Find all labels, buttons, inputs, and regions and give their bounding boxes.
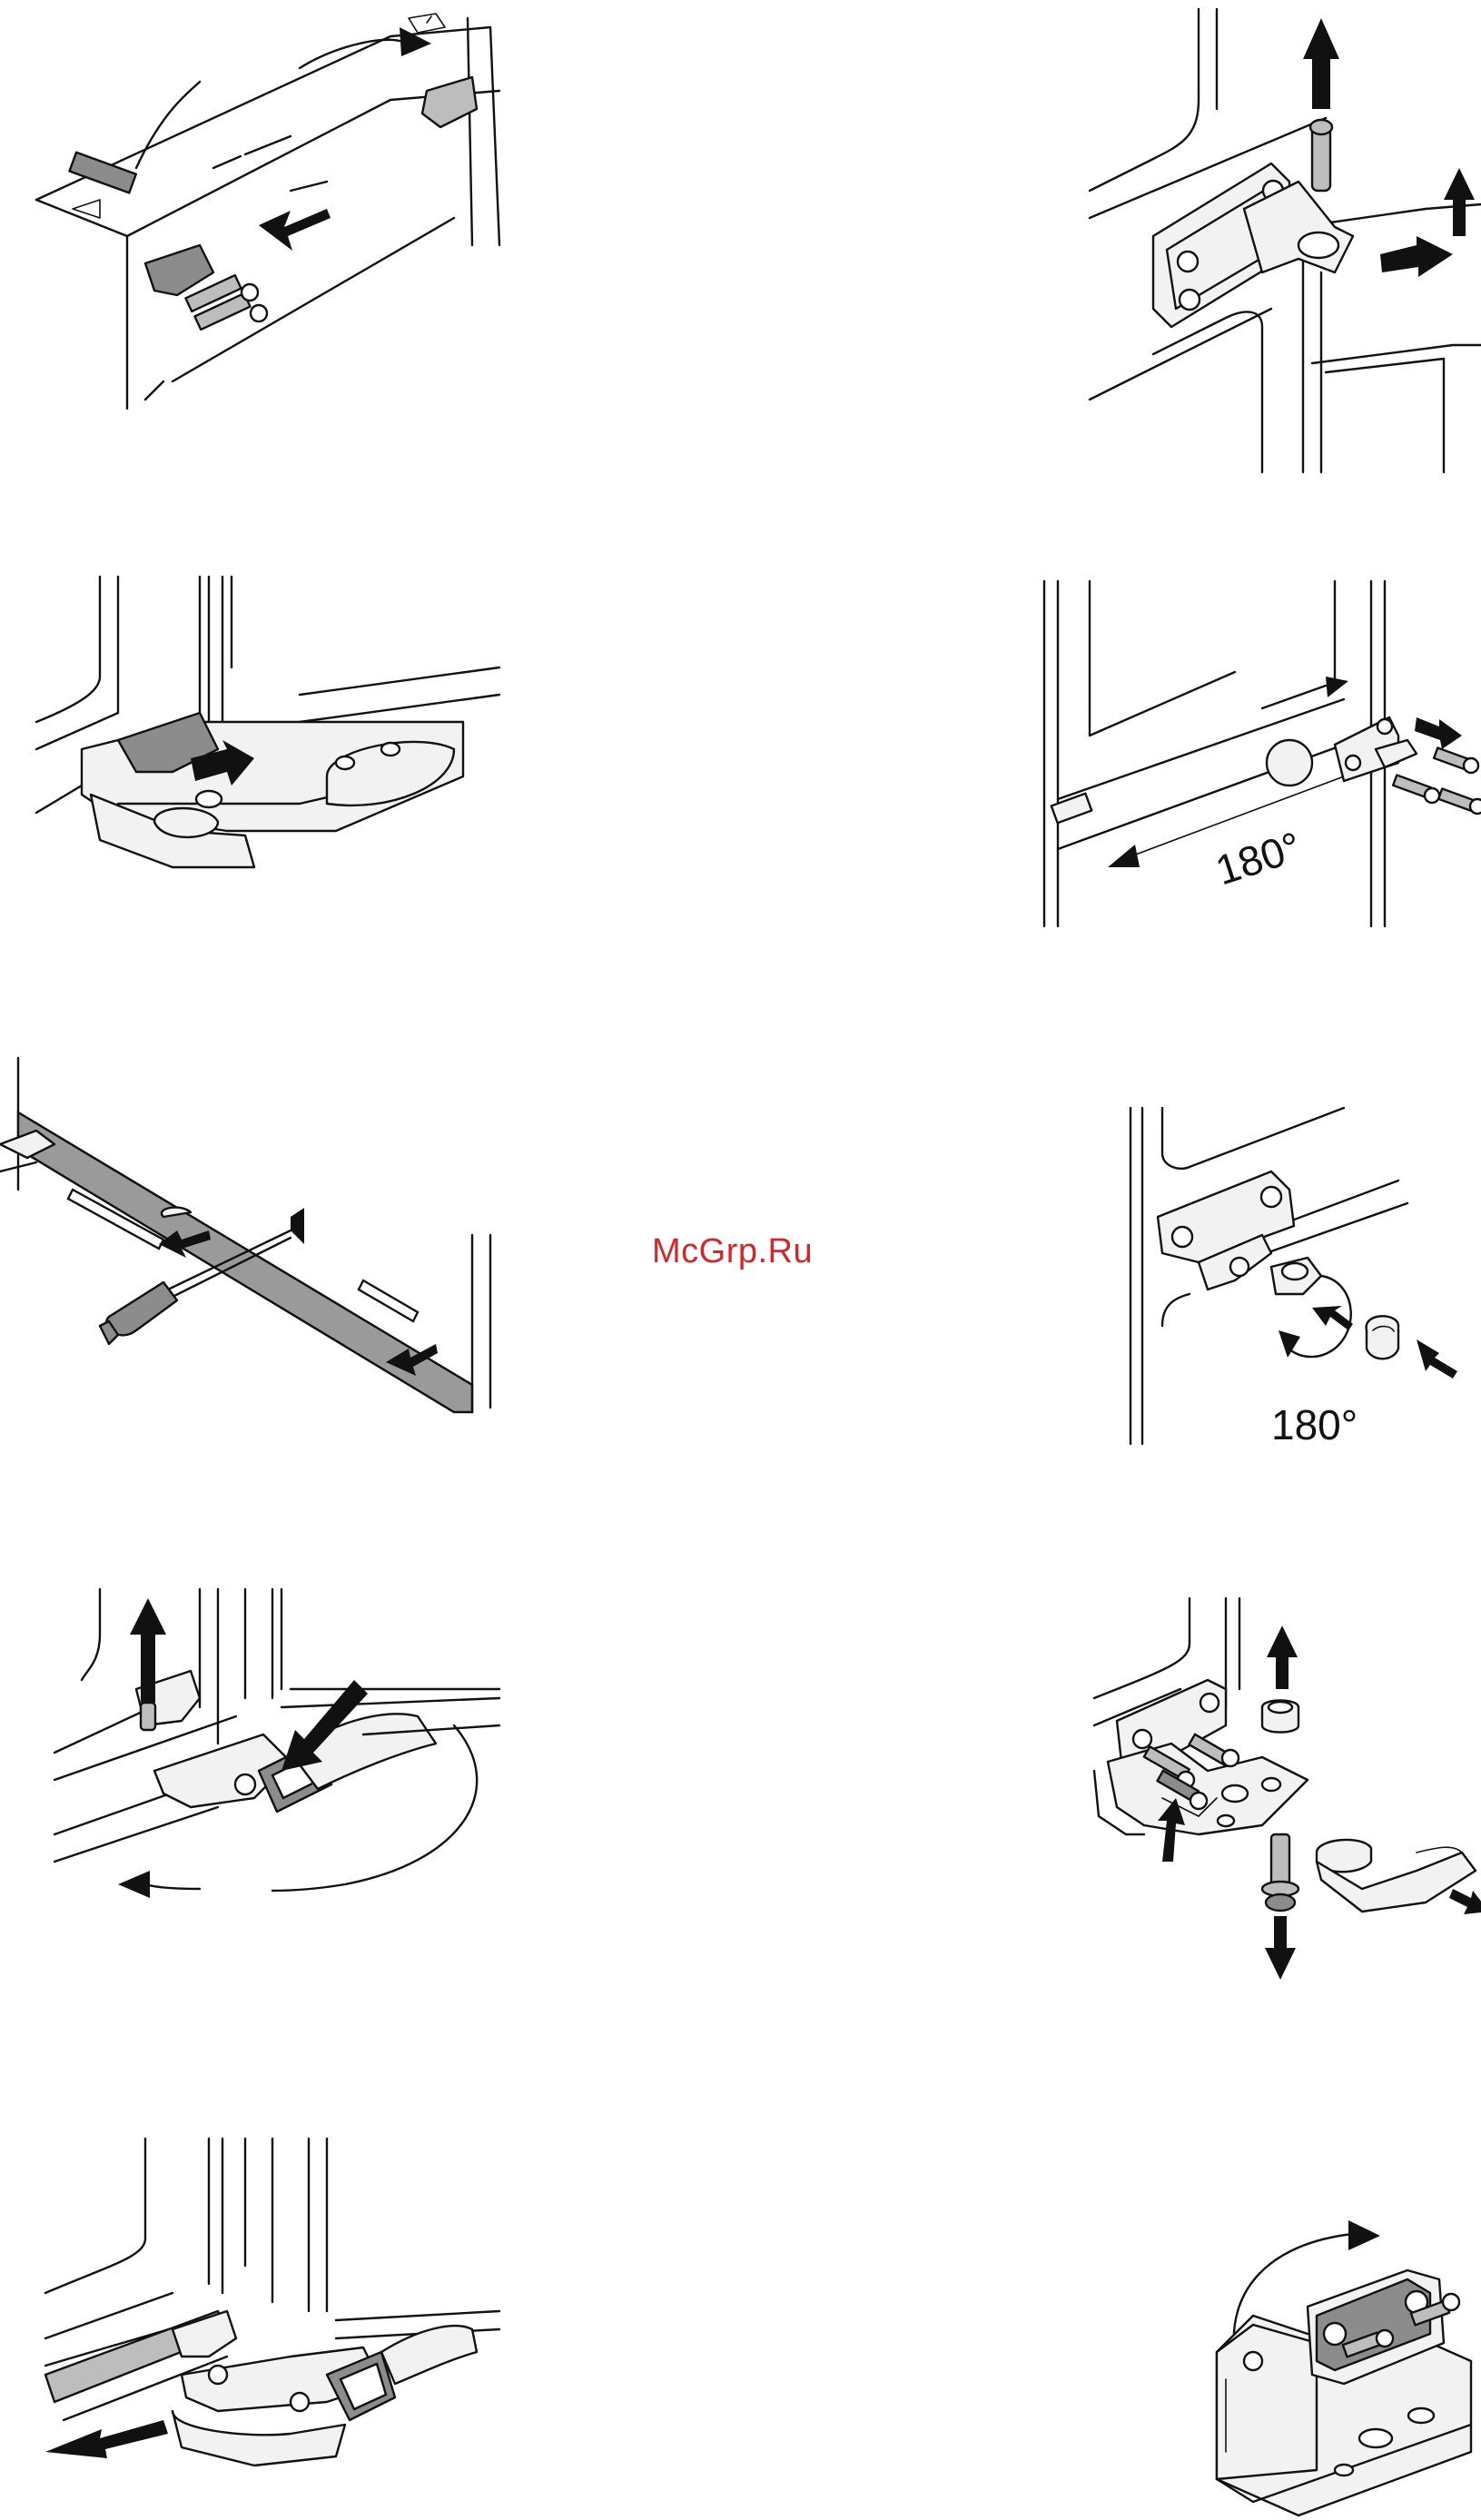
illustration-bottom-hinge-cover [27,568,499,894]
illustration-middle-hinge-rotate: 180° [1035,572,1481,935]
illustration-screwdriver-panel [0,1053,499,1417]
illustration-hinge-bushing-rotate: 180° [1126,1099,1481,1462]
watermark-text: McGrp.Ru [652,1232,813,1271]
illustration-bottom-hinge-slide [36,2130,499,2493]
illustration-hinge-exploded [1090,1589,1481,2016]
figure-top-hinge-cover [27,0,499,427]
rotation-angle-label: 180° [1210,823,1308,894]
figure-bottom-hinge-cover [27,568,499,894]
illustration-top-hinge-cover [27,0,499,427]
figure-middle-hinge-rotate: 180° [1035,572,1481,935]
illustration-bottom-hinge-swing [54,1589,499,1934]
illustration-top-hinge-pin [1081,0,1481,481]
figure-hinge-exploded [1090,1589,1481,2016]
figure-hinge-assembly [1199,2179,1481,2520]
figure-bottom-hinge-swing [54,1589,499,1934]
figure-top-hinge-pin [1081,0,1481,481]
rotation-angle-label: 180° [1271,1401,1358,1448]
illustration-hinge-assembly [1199,2179,1481,2520]
figure-bottom-hinge-slide [36,2130,499,2493]
figure-screwdriver-panel [0,1053,499,1417]
figure-hinge-bushing-rotate: 180° [1126,1099,1481,1462]
